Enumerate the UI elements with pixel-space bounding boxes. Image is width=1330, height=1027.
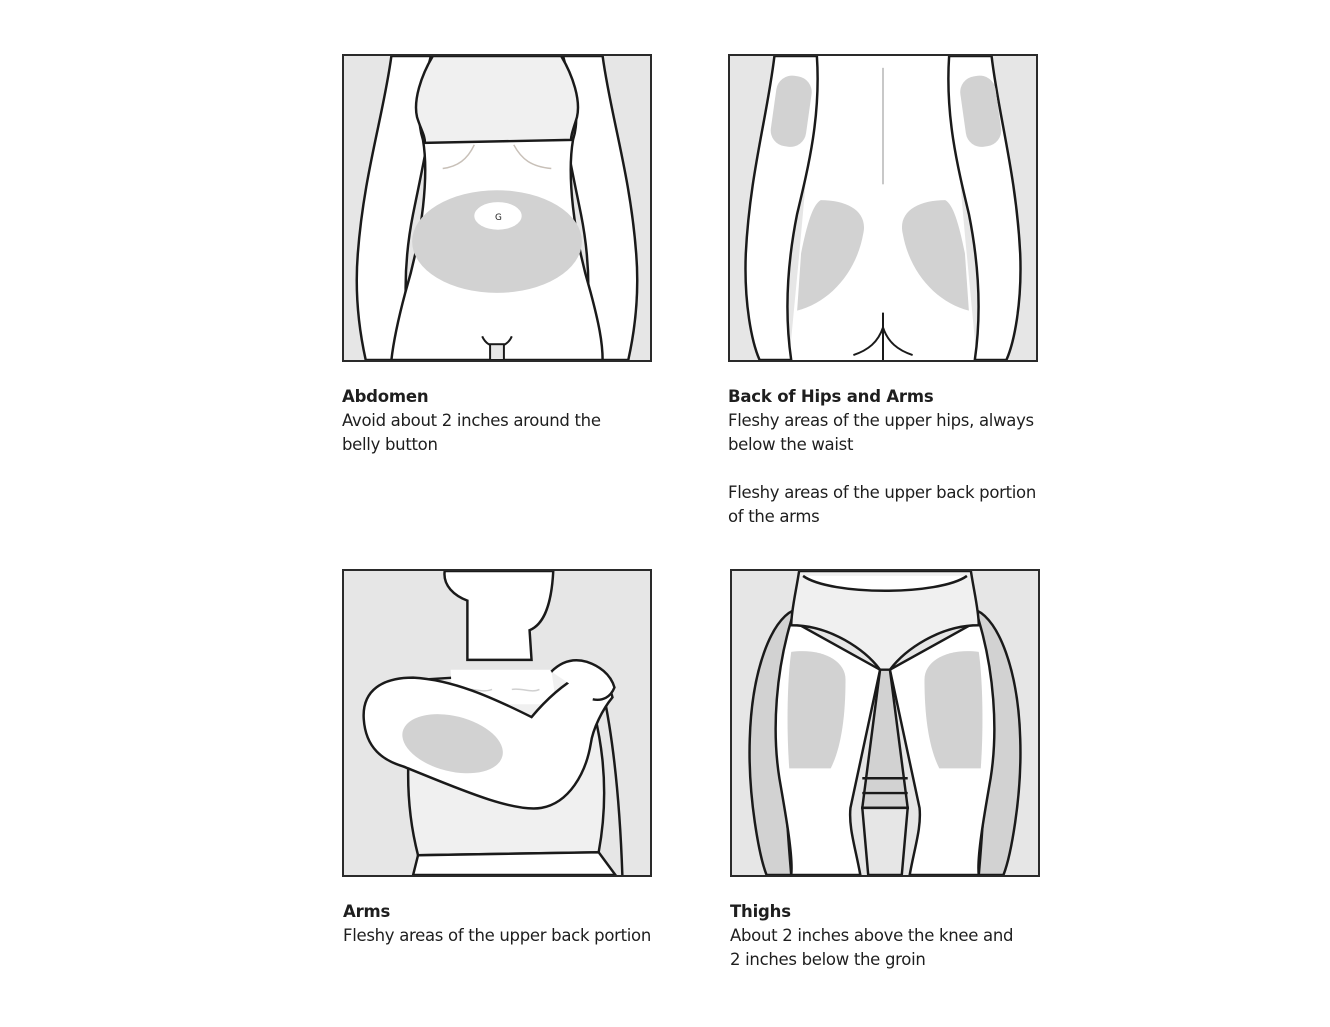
svg-text:G: G xyxy=(495,213,502,223)
back-desc-line-2: below the waist xyxy=(728,435,854,454)
thighs-desc-line-1: About 2 inches above the knee and xyxy=(730,926,1014,945)
abdomen-caption: Abdomen Avoid about 2 inches around the … xyxy=(342,385,682,457)
abdomen-desc-line-2: belly button xyxy=(342,435,438,454)
thighs-figure-icon xyxy=(732,571,1038,875)
thighs-title: Thighs xyxy=(730,902,791,921)
back-figure-icon xyxy=(730,56,1036,360)
abdomen-desc-line-1: Avoid about 2 inches around the xyxy=(342,411,601,430)
arms-figure-icon xyxy=(344,571,650,875)
caption-spacer xyxy=(728,457,1068,481)
abdomen-illustration: G xyxy=(342,54,652,362)
arms-caption: Arms Fleshy areas of the upper back port… xyxy=(343,900,683,948)
thighs-desc-line-2: 2 inches below the groin xyxy=(730,950,926,969)
abdomen-figure-icon: G xyxy=(344,56,650,360)
back-title: Back of Hips and Arms xyxy=(728,387,934,406)
back-desc-line-3: Fleshy areas of the upper back portion xyxy=(728,483,1036,502)
back-illustration xyxy=(728,54,1038,362)
arms-desc-line-1: Fleshy areas of the upper back portion xyxy=(343,926,651,945)
abdomen-title: Abdomen xyxy=(342,387,429,406)
thighs-illustration xyxy=(730,569,1040,877)
thighs-caption: Thighs About 2 inches above the knee and… xyxy=(730,900,1070,972)
arms-illustration xyxy=(342,569,652,877)
back-desc-line-1: Fleshy areas of the upper hips, always xyxy=(728,411,1034,430)
arms-title: Arms xyxy=(343,902,391,921)
back-caption: Back of Hips and Arms Fleshy areas of th… xyxy=(728,385,1068,529)
back-desc-line-4: of the arms xyxy=(728,507,820,526)
